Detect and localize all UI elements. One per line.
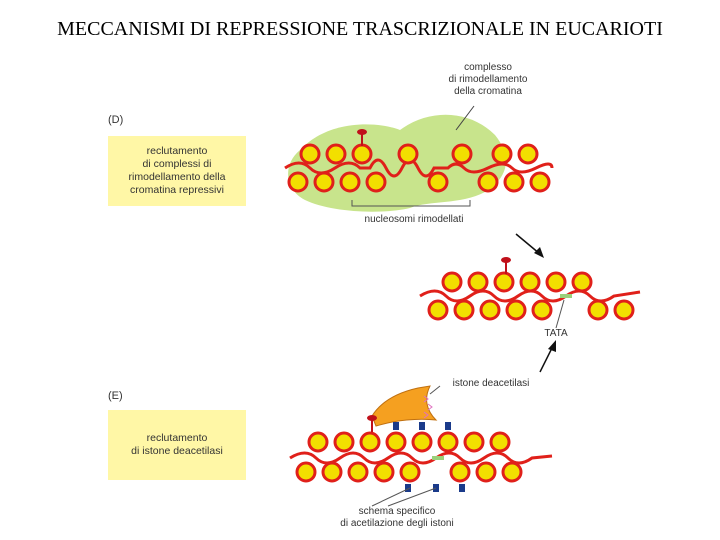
panel-e-letter: (E)	[108, 390, 123, 402]
repressor-protein-e	[367, 415, 377, 432]
nucleosome	[505, 299, 527, 321]
nucleosome	[467, 271, 489, 293]
nucleosome	[529, 171, 551, 193]
nucleosome	[493, 271, 515, 293]
slide-title: MECCANISMI DI REPRESSIONE TRASCRIZIONALE…	[57, 18, 663, 40]
nucleosome	[333, 431, 355, 453]
histone-deacetylase-label: istone deacetilasi	[452, 378, 530, 389]
remodeling-complex-shape	[288, 114, 506, 212]
nucleosome	[287, 171, 309, 193]
nucleosome	[313, 171, 335, 193]
tata-site	[560, 294, 572, 298]
arrow-d-to-middle	[515, 233, 541, 255]
nucleosome	[449, 461, 471, 483]
nucleosome	[359, 431, 381, 453]
acetyl-mark	[405, 484, 411, 492]
acetyl-mark	[393, 422, 399, 430]
acetyl-mark	[459, 484, 465, 492]
nucleosome	[479, 299, 501, 321]
nucleosome	[571, 271, 593, 293]
pattern-callout-line-2	[387, 487, 437, 507]
panel-e-description-box: reclutamento di istone deacetilasi	[108, 410, 246, 480]
nucleosome	[545, 271, 567, 293]
nucleosome	[477, 171, 499, 193]
arrow-e-to-middle	[539, 347, 553, 373]
nucleosome	[587, 299, 609, 321]
nucleosome	[501, 461, 523, 483]
panel-d-description-box: reclutamento di complessi di rimodellame…	[108, 136, 246, 206]
nucleosome	[441, 271, 463, 293]
nucleosome	[365, 171, 387, 193]
dna-strand-middle	[419, 289, 641, 303]
nucleosome	[399, 461, 421, 483]
arrow-d-head	[534, 247, 544, 258]
acetyl-mark	[445, 422, 451, 430]
tata-site-e	[432, 456, 444, 460]
nucleosome	[347, 461, 369, 483]
nucleosome	[411, 431, 433, 453]
remodeling-callout-line	[455, 105, 475, 131]
remodeled-nucleosomes-label: nucleosomi rimodellati	[364, 214, 464, 225]
nucleosome	[437, 431, 459, 453]
nucleosome	[531, 299, 553, 321]
deacetylation-activity-marks	[423, 395, 433, 419]
nucleosome	[453, 299, 475, 321]
nucleosome	[489, 431, 511, 453]
nucleosome	[325, 143, 347, 165]
nucleosome	[351, 143, 373, 165]
dna-strand-d	[284, 158, 554, 178]
nucleosome	[427, 299, 449, 321]
tata-label: TATA	[544, 328, 568, 339]
acetylation-pattern-label: schema specifico di acetilazione degli i…	[340, 506, 454, 529]
nucleosome	[503, 171, 525, 193]
nucleosome	[397, 143, 419, 165]
nucleosome	[451, 143, 473, 165]
remodeled-bracket	[351, 200, 471, 207]
dna-strand-e	[289, 451, 553, 465]
histone-deacetylase-shape	[371, 385, 438, 427]
nucleosome	[519, 271, 541, 293]
tata-callout-line	[555, 299, 565, 329]
nucleosome	[517, 143, 539, 165]
repressor-protein-middle	[501, 257, 511, 274]
panel-d-letter: (D)	[108, 114, 124, 126]
nucleosome	[385, 431, 407, 453]
nucleosome	[339, 171, 361, 193]
nucleosome	[321, 461, 343, 483]
nucleosome	[299, 143, 321, 165]
deacetylase-callout-line	[429, 385, 441, 395]
pattern-callout-line-1	[371, 487, 411, 507]
arrow-e-head	[548, 340, 556, 352]
nucleosome	[491, 143, 513, 165]
nucleosome	[463, 431, 485, 453]
nucleosome	[373, 461, 395, 483]
acetyl-mark	[419, 422, 425, 430]
nucleosome	[613, 299, 635, 321]
repressor-protein-d	[357, 129, 367, 146]
nucleosome	[427, 171, 449, 193]
nucleosome	[295, 461, 317, 483]
nucleosome	[475, 461, 497, 483]
nucleosome	[307, 431, 329, 453]
remodeling-complex-label: complesso di rimodellamento della cromat…	[448, 62, 528, 97]
